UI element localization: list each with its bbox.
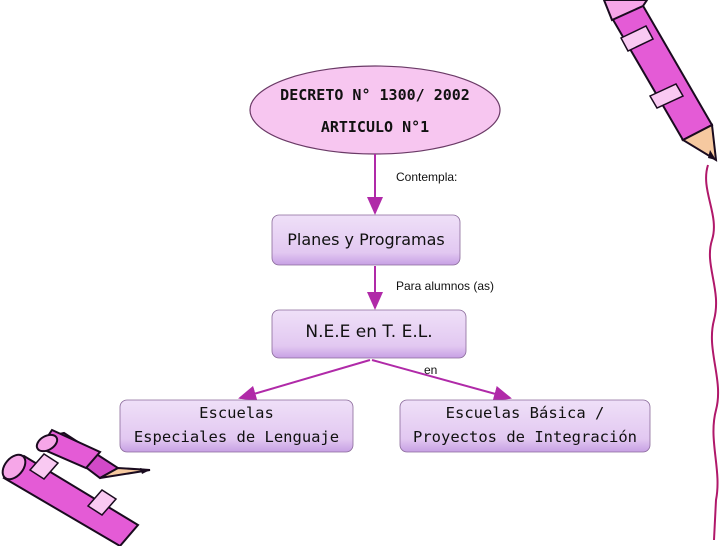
planes-label: Planes y Programas [272,230,460,249]
escuelas-especiales-line1: Escuelas [112,404,361,422]
connector-nee-especiales [240,360,370,398]
root-ellipse [250,66,500,154]
root-title-line1: DECRETO N° 1300/ 2002 [250,86,500,104]
pencil-icon-top-right [604,0,716,160]
label-para-alumnos: Para alumnos (as) [396,279,494,293]
escuelas-especiales-line2: Especiales de Lenguaje [112,428,361,446]
label-en: en [424,363,437,377]
connector-nee-basica [372,360,510,398]
nee-label: N.E.E en T. E.L. [272,322,466,342]
label-contempla: Contempla: [396,170,457,184]
escuelas-basica-line2: Proyectos de Integración [398,428,652,446]
root-title-line2: ARTICULO N°1 [250,118,500,136]
escuelas-basica-line1: Escuelas Básica / [398,404,652,422]
decorative-wavy-line [706,165,718,540]
